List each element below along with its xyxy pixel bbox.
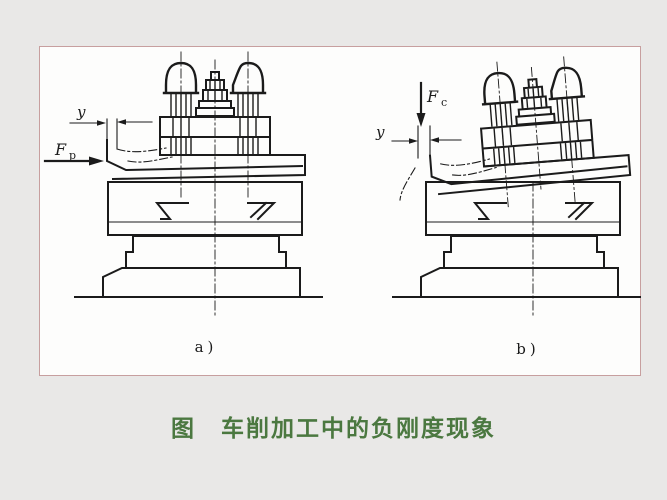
saddle-block (443, 235, 605, 269)
left-wedge-mark (472, 202, 507, 220)
right-wedge-mark (247, 201, 277, 221)
dim-arrowhead-left (97, 120, 106, 126)
force-subscript-a: p (69, 149, 76, 162)
stud-hatching (207, 81, 223, 100)
saddle-block (125, 235, 287, 269)
sublabel-b: b) (516, 340, 539, 358)
base-block (420, 267, 619, 298)
displacement-label-b: y (375, 123, 385, 141)
cross-slide-block (107, 181, 303, 236)
tool-deflected-outline (106, 139, 304, 172)
force-label-a: F (54, 140, 67, 159)
dim-arrowhead-left (409, 138, 418, 144)
center-stud (515, 78, 556, 126)
tool-bar-outline (437, 154, 632, 196)
force-label-b: F (426, 87, 439, 106)
cross-slide-block (425, 181, 621, 236)
dim-arrowhead-right (430, 137, 439, 143)
right-dome-nut (548, 66, 586, 101)
right-dome-nut (229, 61, 267, 95)
left-dome-nut (162, 61, 200, 95)
tool-original-dashline-2 (127, 156, 173, 163)
left-dome-nut (481, 71, 519, 106)
tip-deflection-dashline (399, 167, 416, 201)
diagram-a-upper (106, 51, 306, 199)
tool-original-dashline-2 (451, 166, 497, 176)
diagram-a: y F p a) (43, 51, 323, 356)
tool-original-dashline-1 (440, 158, 491, 166)
center-stud (195, 71, 235, 117)
sublabel-a: a) (195, 338, 218, 356)
displacement-label-a: y (76, 103, 86, 121)
figure-caption: 图 车削加工中的负刚度现象 (171, 416, 496, 442)
tool-deflected-outline (428, 154, 628, 186)
diagram-b (392, 56, 641, 319)
diagram-b-annotations: y F c b) (375, 81, 539, 358)
diagram-b-upper (428, 56, 632, 209)
force-arrowhead-a (89, 156, 104, 166)
tool-original-dashline-1 (116, 147, 167, 153)
base-block (102, 267, 301, 298)
bolt-shaft-hatching (489, 97, 583, 165)
force-subscript-b: c (441, 96, 447, 109)
diagram-a-annotations: y F p a) (43, 103, 218, 356)
dim-arrowhead-right (117, 119, 126, 125)
force-arrowhead-b (416, 113, 426, 127)
left-wedge-mark (154, 202, 189, 220)
diagram-a-base (74, 181, 323, 319)
bolt-shaft-hatching (170, 94, 259, 154)
right-wedge-mark (565, 201, 595, 221)
stud-hatching (526, 87, 543, 108)
diagram-b-base (392, 181, 641, 319)
